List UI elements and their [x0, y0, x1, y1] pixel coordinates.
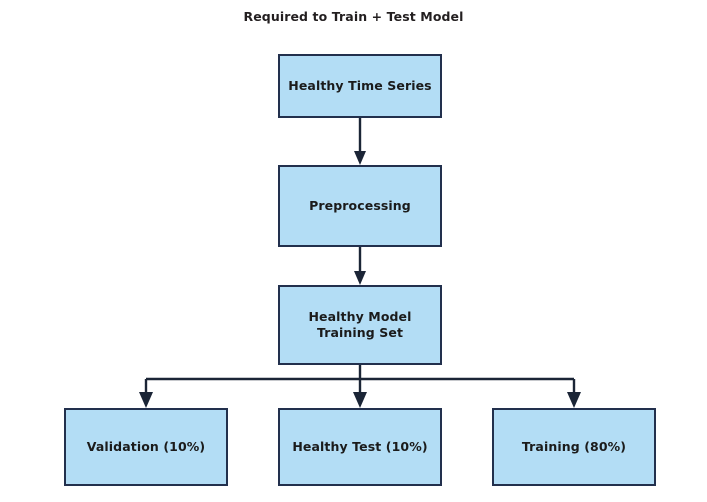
node-preprocessing-label: Preprocessing: [309, 197, 411, 213]
node-healthy-test[interactable]: Healthy Test (10%): [278, 408, 442, 486]
page-title: Required to Train + Test Model: [243, 9, 464, 24]
node-validation-label: Validation (10%): [86, 438, 206, 454]
node-healthy-time-series[interactable]: Healthy Time Series: [278, 54, 442, 118]
node-preprocessing[interactable]: Preprocessing: [278, 165, 442, 247]
node-validation[interactable]: Validation (10%): [64, 408, 228, 486]
arrow-to-validation: [139, 392, 153, 408]
node-healthy-test-label: Healthy Test (10%): [292, 438, 428, 454]
node-training[interactable]: Training (80%): [492, 408, 656, 486]
arrow-to-healthy-test: [353, 392, 367, 408]
node-healthy-model-training-set-label-line1: Healthy Model: [308, 308, 412, 324]
node-healthy-time-series-label: Healthy Time Series: [288, 77, 432, 93]
branch-bus: [144, 365, 576, 394]
node-healthy-model-training-set-label-line2: Training Set: [316, 325, 404, 340]
arrow-preprocessing-to-training-set: [354, 247, 366, 285]
node-training-label: Training (80%): [521, 438, 627, 454]
node-healthy-model-training-set[interactable]: Healthy Model Training Set: [278, 285, 442, 365]
arrow-to-training: [567, 392, 581, 408]
arrow-series-to-preprocessing: [354, 118, 366, 165]
node-healthy-model-training-set-label: Healthy Model Training Set: [308, 309, 411, 342]
